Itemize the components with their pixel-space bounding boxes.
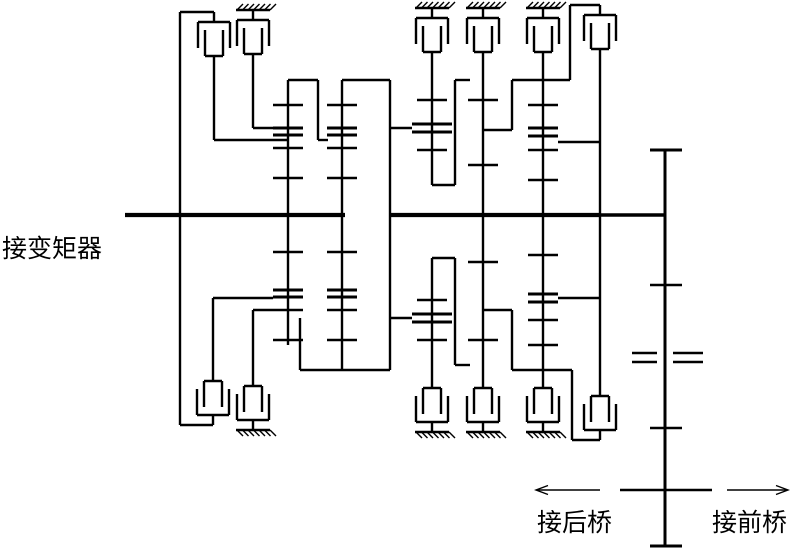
ground-hatch [421, 431, 428, 439]
planetary-set-4 [468, 52, 498, 388]
ground-hatch [488, 431, 496, 439]
ground-hatch [526, 431, 534, 439]
clutch-symbol [582, 394, 618, 440]
clutch-symbol [196, 12, 232, 58]
ground-hatch [443, 1, 450, 9]
ground-hatch [499, 1, 507, 9]
transfer-output-shaft [620, 148, 712, 548]
ground-hatch [488, 1, 496, 9]
ground-hatch [543, 1, 550, 9]
ground-hatch [548, 1, 556, 9]
arrow-left-icon [534, 484, 600, 496]
ground-hatch [483, 431, 490, 439]
ground-hatch [264, 429, 271, 437]
ground-hatch [554, 431, 561, 439]
ground-hatch [443, 431, 450, 439]
ground-hatch [247, 3, 255, 11]
ground-hatch [264, 3, 271, 11]
ground-hatch [437, 431, 445, 439]
ground-hatch [426, 1, 434, 9]
ground-hatch [532, 1, 539, 9]
ground-hatch [426, 431, 434, 439]
ground-hatch [494, 431, 501, 439]
ground-hatch [432, 1, 439, 9]
ground-hatch [253, 429, 260, 437]
ground-hatch [537, 431, 545, 439]
ground-hatch [448, 1, 456, 9]
ground-hatch [247, 429, 255, 437]
ground-hatch [559, 1, 567, 9]
ground-hatch [532, 431, 539, 439]
brake-symbol [235, 3, 277, 56]
ground-hatch [472, 431, 479, 439]
gear-train-schematic [125, 1, 712, 548]
brake-symbol [465, 386, 507, 439]
ground-hatch [554, 1, 561, 9]
brake-symbol [414, 1, 456, 54]
brake-symbol [235, 384, 277, 437]
ground-hatch [415, 431, 423, 439]
ground-hatch [477, 431, 485, 439]
arrow-head [534, 484, 549, 496]
brake-symbol [525, 386, 567, 439]
ground-hatch [269, 3, 277, 11]
brake-symbol [525, 1, 567, 54]
ground-hatch [236, 3, 244, 11]
ground-hatch [466, 431, 474, 439]
ground-hatch [253, 3, 260, 11]
ground-hatch [559, 431, 567, 439]
connecting-members [178, 3, 600, 442]
planetary-set-1 [273, 80, 303, 345]
clutch-symbol [582, 5, 618, 51]
ground-hatch [472, 1, 479, 9]
arrow-head [775, 484, 790, 496]
planetary-set-5 [528, 52, 558, 388]
ground-hatch [269, 429, 277, 437]
ground-hatch [432, 431, 439, 439]
ground-hatch [242, 429, 249, 437]
ground-hatch [448, 431, 456, 439]
planetary-set-2 [327, 80, 357, 370]
ground-hatch [483, 1, 490, 9]
arrow-right-icon [727, 484, 790, 496]
clutch-symbol [195, 379, 231, 425]
ground-hatch [258, 429, 266, 437]
brake-symbol [414, 386, 456, 439]
ground-hatch [543, 431, 550, 439]
ground-hatch [526, 1, 534, 9]
ground-hatch [477, 1, 485, 9]
ground-hatch [242, 3, 249, 11]
ground-hatch [494, 1, 501, 9]
ground-hatch [466, 1, 474, 9]
label-rear-axle: 接后桥 [537, 508, 612, 537]
label-torque-converter: 接变矩器 [2, 234, 102, 263]
ground-hatch [537, 1, 545, 9]
ground-hatch [421, 1, 428, 9]
ground-hatch [548, 431, 556, 439]
planetary-set-3 [412, 52, 452, 388]
ground-hatch [236, 429, 244, 437]
label-front-axle: 接前桥 [712, 508, 787, 537]
ground-hatch [499, 431, 507, 439]
brake-symbol [465, 1, 507, 54]
ground-hatch [258, 3, 266, 11]
ground-hatch [437, 1, 445, 9]
ground-hatch [415, 1, 423, 9]
